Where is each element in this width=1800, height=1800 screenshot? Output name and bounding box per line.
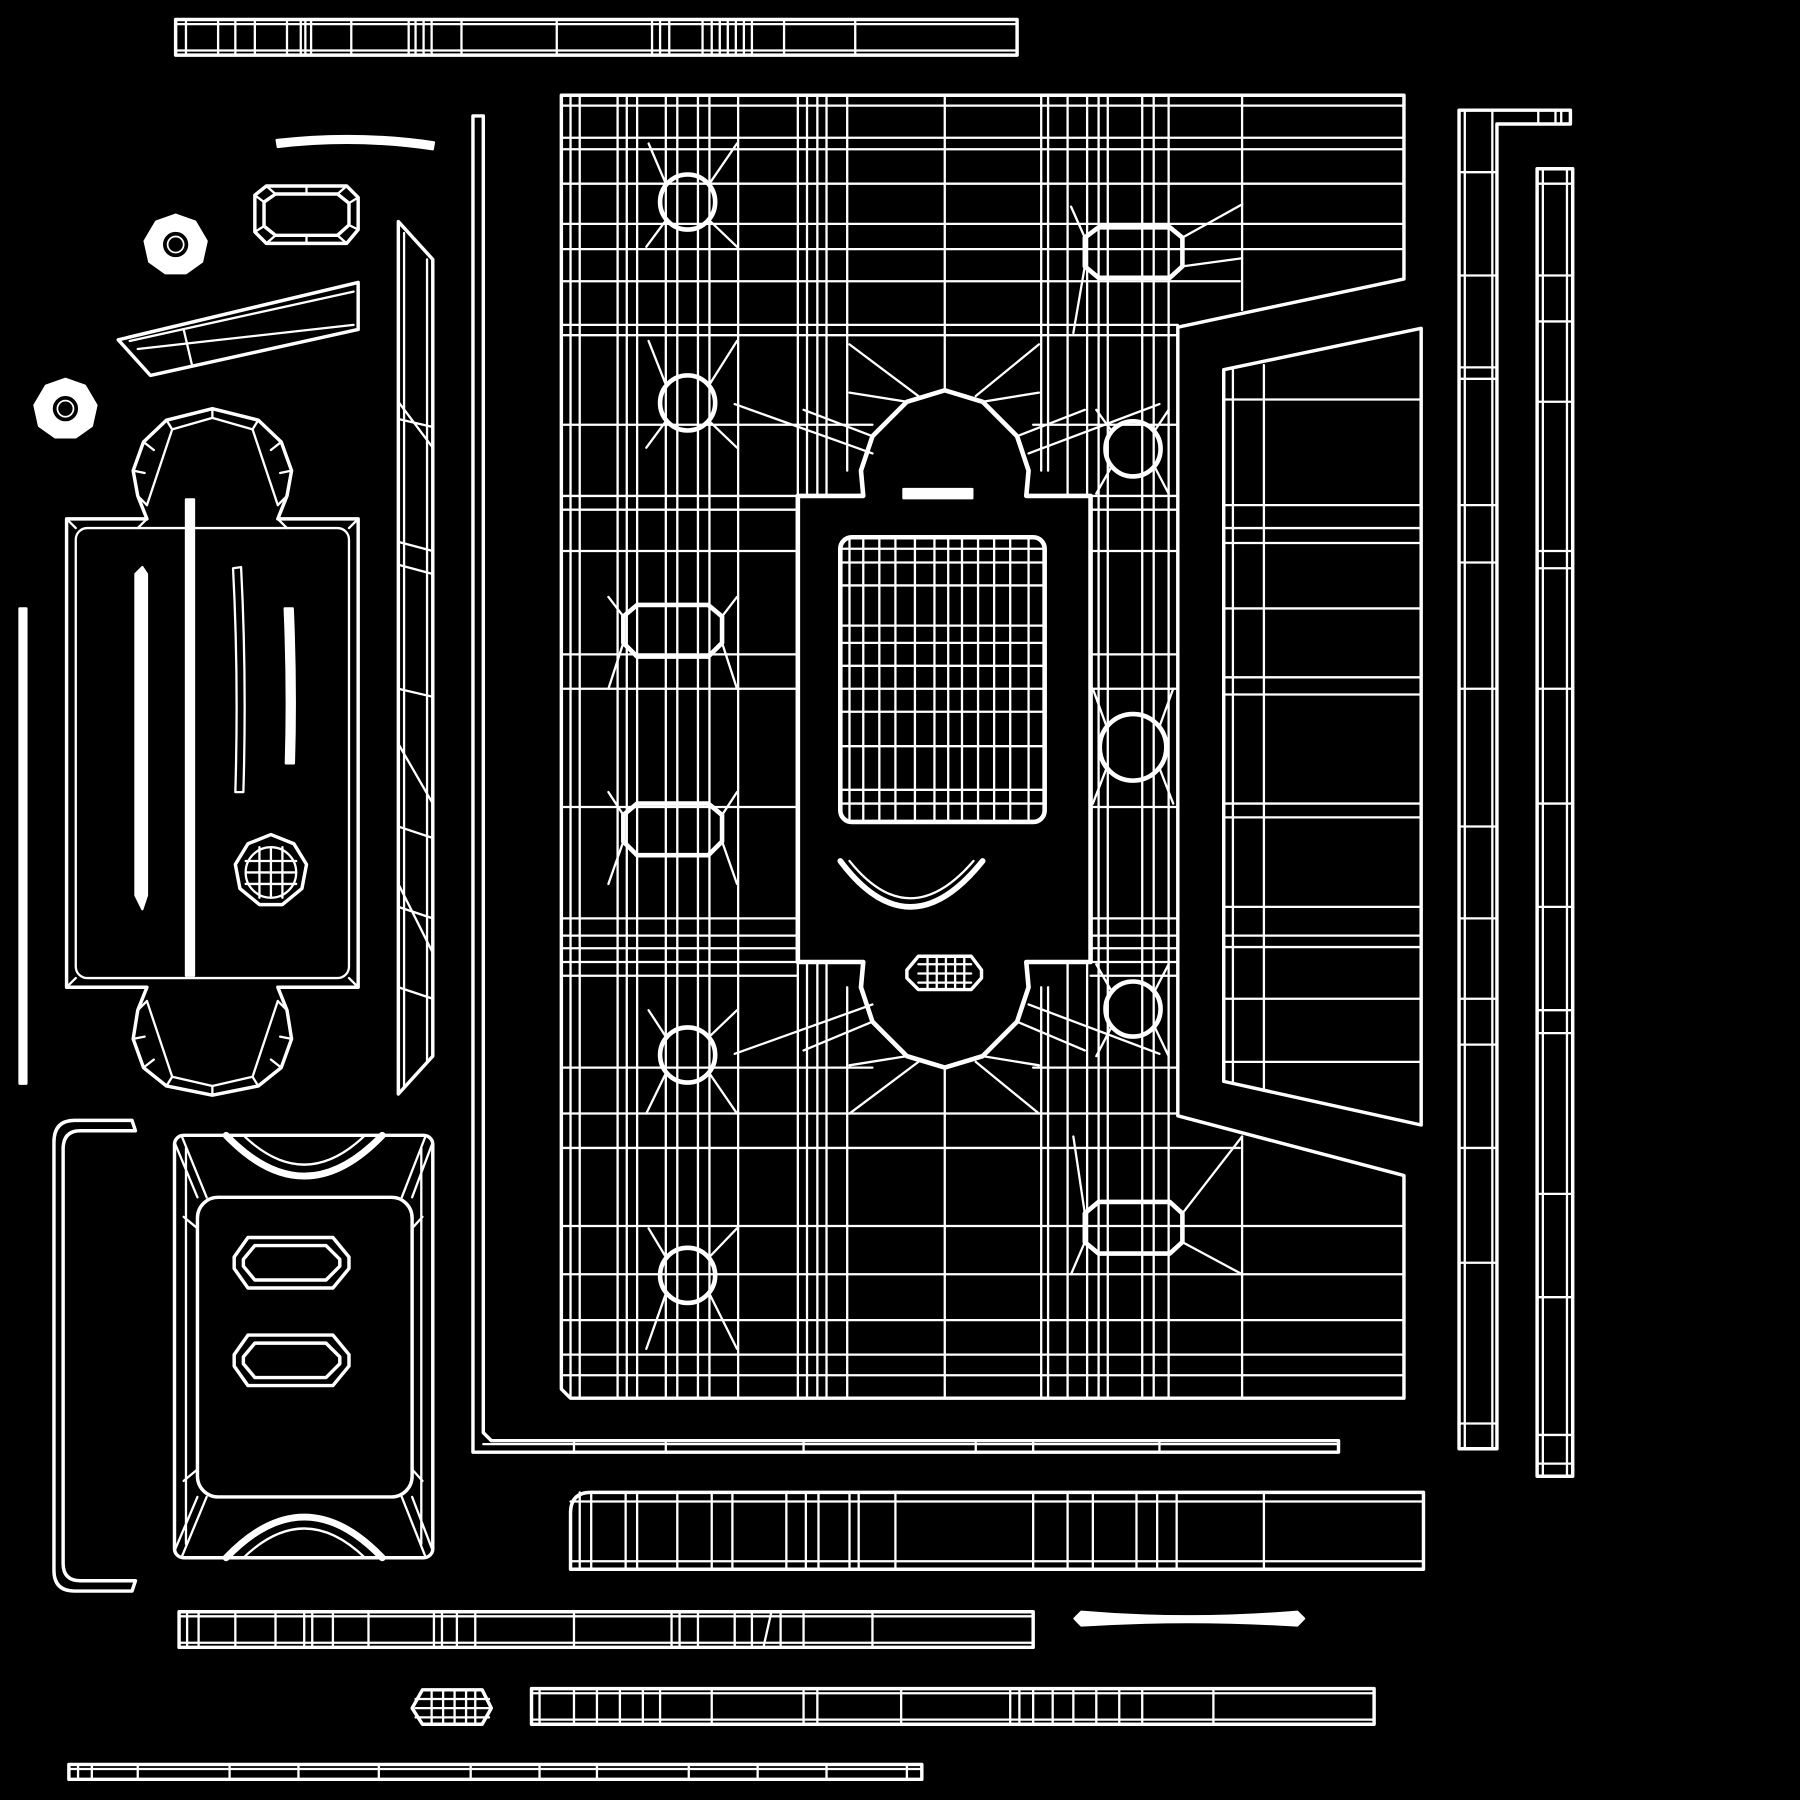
round-washer-1 [143,213,208,275]
bottom-strip-2 [177,1610,1035,1650]
curved-thin-bar [275,134,436,151]
panel-slot-4 [1069,1135,1244,1276]
bottom-strip-rounded [568,1490,1426,1571]
panel-hole-2 [645,339,739,449]
panel-slot-3 [1069,203,1244,335]
small-oval-ring-top [253,184,360,246]
bottom-curved-bar [1073,1610,1306,1627]
panel-hole-6 [1091,687,1175,805]
round-washer-2 [33,377,98,439]
left-bracket [52,1118,138,1593]
left-housing-plate [64,406,360,1097]
bottom-strip-4 [67,1762,924,1782]
grid-knob [233,832,309,907]
panel-hole-5 [1095,408,1170,495]
panel-slot-2 [607,790,739,886]
top-strip [173,17,1019,57]
bottom-strip-3 [529,1686,1376,1726]
panel-slot-1 [607,595,739,690]
l-shaped-frame-strip [471,114,1341,1454]
panel-hole-4 [645,1227,739,1351]
right-strip-1 [1457,108,1573,1451]
tall-diagonal-strip [396,219,435,1096]
panel-hole-7 [1095,963,1170,1058]
small-grid-oval [905,954,984,992]
panel-hole-3 [645,1009,739,1115]
angled-wedge-strip [116,280,360,378]
slotted-plate [172,1131,435,1562]
main-panel [559,93,1406,1400]
right-inner-panel [1222,326,1423,1127]
right-strip-2 [1535,167,1575,1478]
thin-vertical-bar-left [18,607,28,1085]
panel-hole-1 [645,142,739,248]
bottom-grid-oval [410,1688,494,1726]
